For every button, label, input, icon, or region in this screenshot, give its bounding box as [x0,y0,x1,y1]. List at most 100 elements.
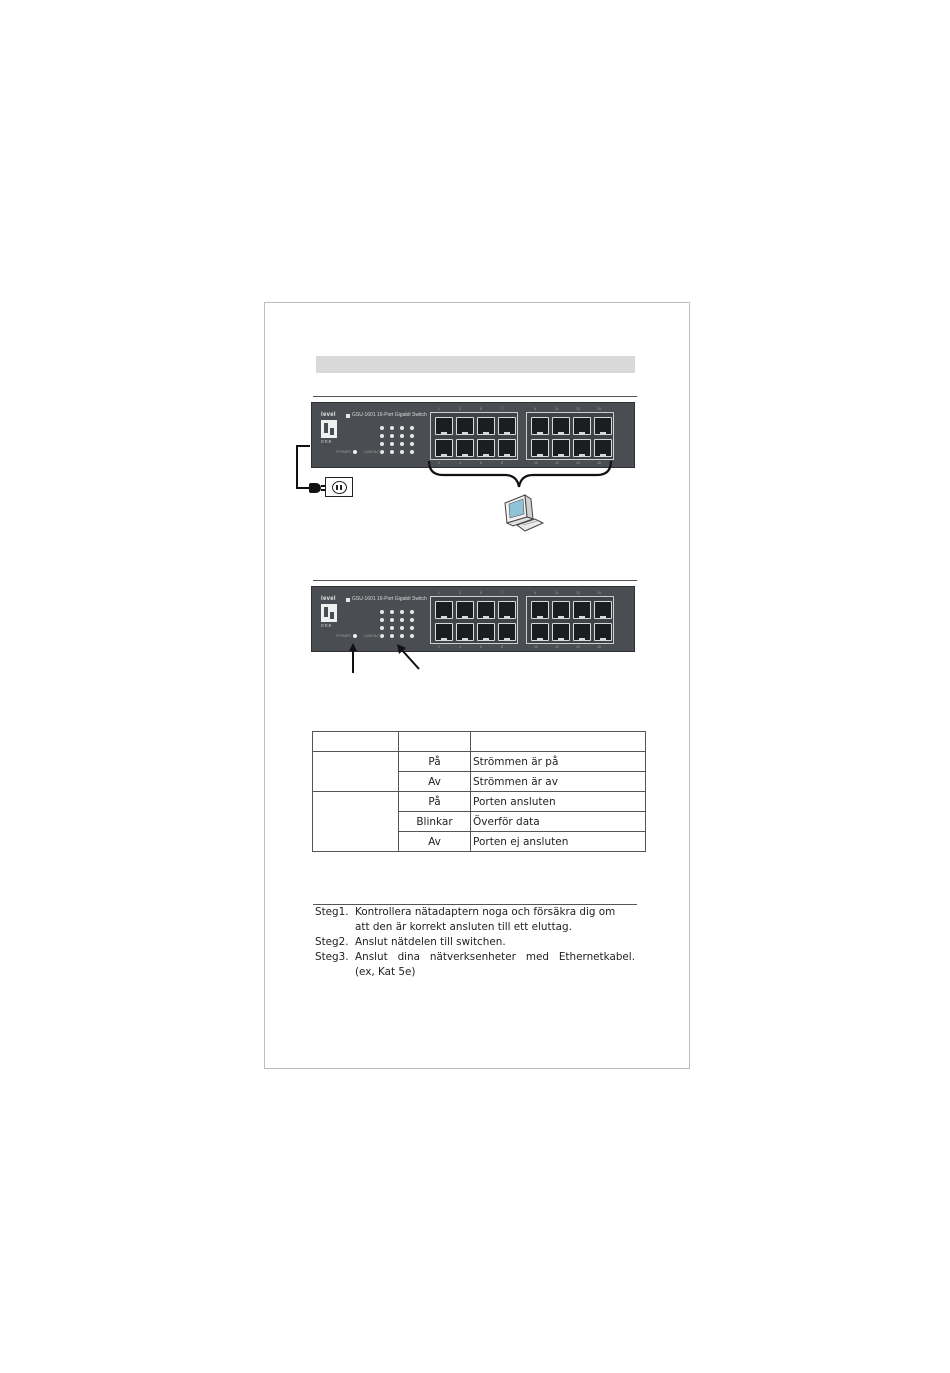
table-row: Blinkar Överför data [313,811,646,832]
port-number-bottom: 8 [501,645,503,649]
rj45-port [456,601,474,619]
port-led [380,626,384,630]
port-number-bottom: 12 [555,461,559,465]
rj45-port [435,601,453,619]
step-number: Steg3. [315,951,349,963]
section-rule-led [313,580,637,581]
rj45-port [594,417,612,435]
brand-logo: level one [321,596,339,629]
rj45-port [477,623,495,641]
port-led [400,634,404,638]
port-block [526,412,614,460]
port-led [410,626,414,630]
port-led [390,434,394,438]
port-led [410,634,414,638]
port-led [400,618,404,622]
model-marker [346,598,350,602]
port-number-bottom: 6 [480,461,482,465]
rj45-port [552,417,570,435]
power-label: POWER [336,633,352,638]
rj45-port [594,601,612,619]
port-number-top: 13 [576,407,580,411]
rj45-port [573,601,591,619]
rj45-port [531,439,549,457]
port-led [380,618,384,622]
port-led [380,434,384,438]
port-led [380,450,384,454]
port-led [390,618,394,622]
brand-mark-icon [321,420,337,438]
brand-word: level [321,596,336,602]
port-led [410,426,414,430]
port-number-top: 1 [438,591,440,595]
power-cable [296,445,298,487]
rj45-port [498,601,516,619]
rj45-port [435,417,453,435]
led-pointer-arrows [349,643,420,673]
led-state-cell: Av [398,771,471,792]
rj45-port [477,417,495,435]
led-state-cell: Av [398,831,471,852]
rj45-port [531,417,549,435]
led-state-cell: På [398,791,471,812]
step-text: Anslut dina nätverksenheter med Ethernet… [355,950,635,980]
model-label: GSU-1601 16-Port Gigabit Switch [352,596,427,602]
port-number-bottom: 8 [501,461,503,465]
port-number-bottom: 4 [459,645,461,649]
rj45-port [573,623,591,641]
port-led [410,618,414,622]
power-cable [296,487,310,489]
port-number-top: 9 [534,407,536,411]
port-number-bottom: 14 [576,645,580,649]
port-led [380,610,384,614]
port-number-top: 15 [597,591,601,595]
rj45-port [456,417,474,435]
port-number-bottom: 2 [438,461,440,465]
table-row: På Porten ansluten [312,791,646,852]
port-number-top: 13 [576,591,580,595]
rj45-port [498,623,516,641]
port-number-bottom: 16 [597,645,601,649]
port-block [526,596,614,644]
port-number-bottom: 10 [534,645,538,649]
port-led [410,450,414,454]
plug-icon [309,483,321,493]
step-number: Steg1. [315,906,349,918]
step-line: Kontrollera nätadaptern noga och försäkr… [355,906,616,918]
port-number-top: 11 [555,591,559,595]
port-number-top: 11 [555,407,559,411]
port-number-top: 3 [459,591,461,595]
port-led [390,626,394,630]
port-led [410,610,414,614]
led-desc-cell: Strömmen är av [470,771,646,792]
port-led [400,442,404,446]
brand-mark-icon [321,604,337,622]
step-item: Steg3. Anslut dina nätverksenheter med E… [315,950,635,980]
brand-sub: one [321,623,333,629]
section-title-bar [316,356,635,373]
rj45-port [594,623,612,641]
port-number-top: 1 [438,407,440,411]
power-led [353,634,357,638]
port-led-grid [380,426,418,454]
section-rule-installation [313,396,637,397]
led-desc-cell [470,731,646,752]
rj45-port [456,623,474,641]
port-number-top: 7 [501,407,503,411]
led-name-cell [312,731,399,752]
port-block [430,596,518,644]
led-name-cell [312,791,399,852]
step-line: Anslut dina nätverksenheter med Ethernet… [355,951,635,963]
step-number: Steg2. [315,936,349,948]
port-led [390,442,394,446]
model-label: GSU-1601 16-Port Gigabit Switch [352,412,427,418]
port-led [410,434,414,438]
rj45-port [477,439,495,457]
port-led [380,634,384,638]
section-rule-steps [313,904,637,905]
port-block [430,412,518,460]
brand-word: level [321,412,336,418]
step-text: Anslut nätdelen till switchen. [355,935,635,950]
